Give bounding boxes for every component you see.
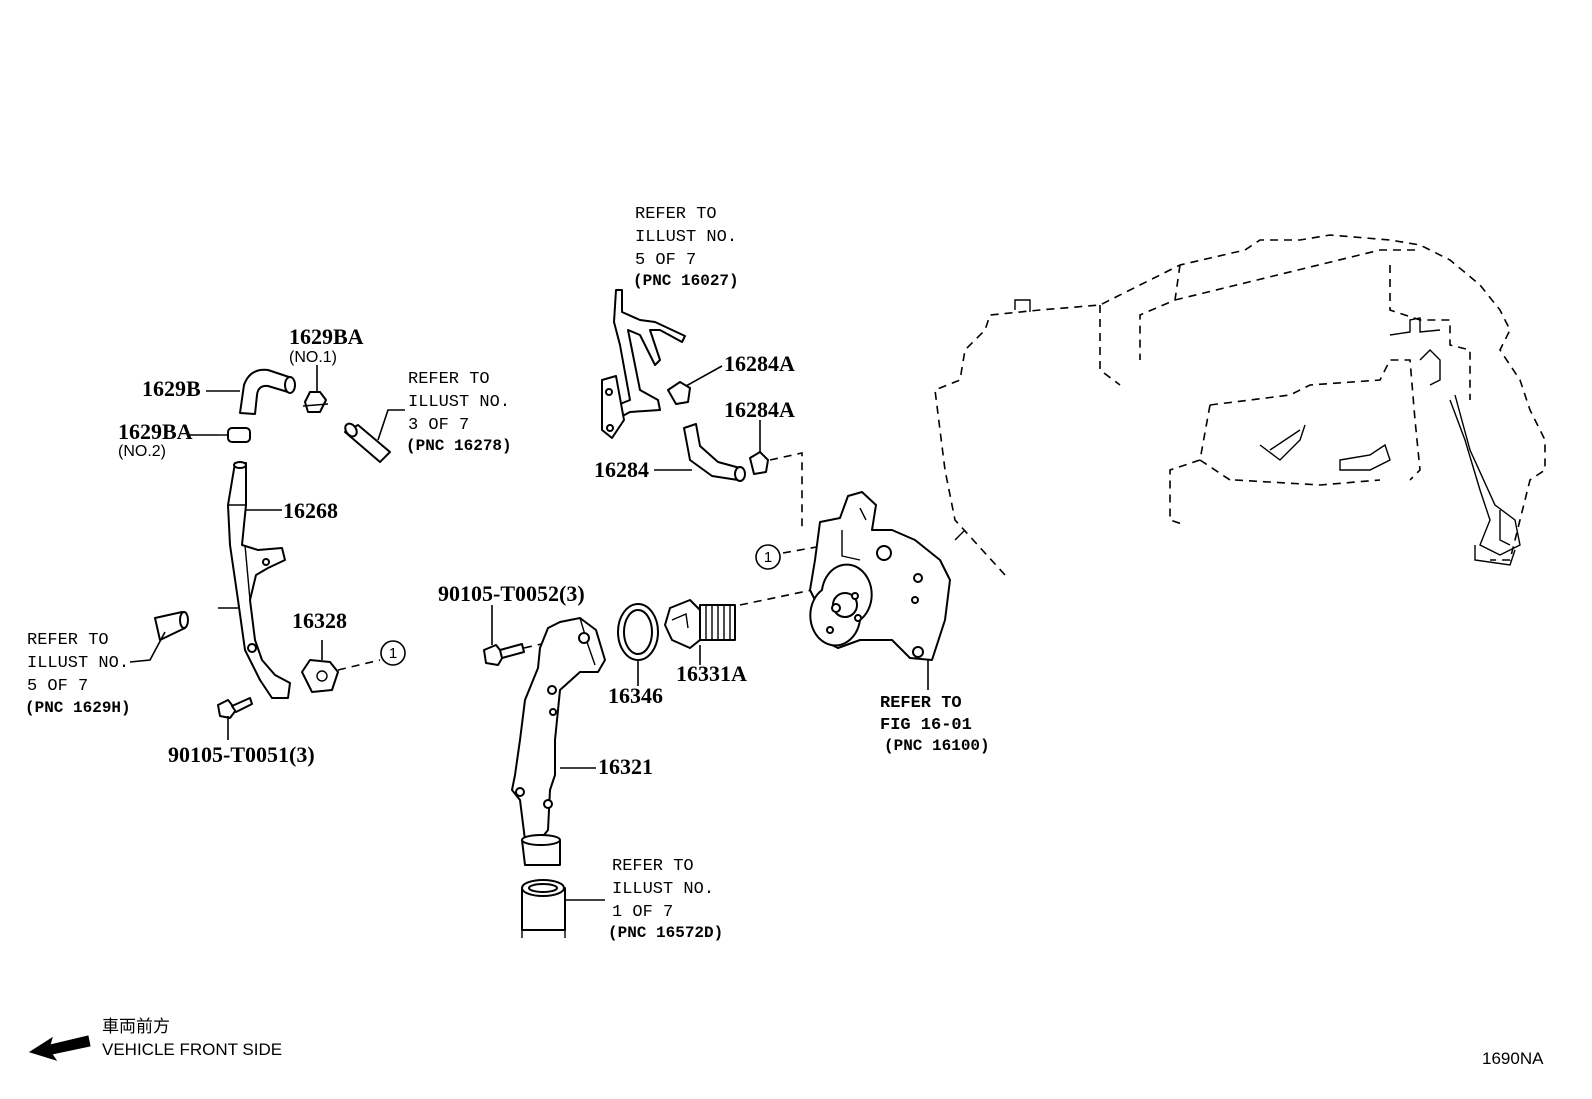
- svg-text:(PNC 16278): (PNC 16278): [406, 437, 512, 455]
- svg-text:REFER TO: REFER TO: [612, 857, 694, 876]
- gasket-16346[interactable]: [617, 603, 659, 661]
- note-illust1: REFER TO ILLUST NO. 1 OF 7 (PNC 16572D): [608, 857, 723, 942]
- pipe-ref-illust1: [521, 879, 566, 938]
- direction-label-en: VEHICLE FRONT SIDE: [102, 1040, 282, 1059]
- svg-text:(PNC 16572D): (PNC 16572D): [608, 924, 723, 942]
- label-16346: 16346: [608, 683, 663, 708]
- bracket-16328[interactable]: [301, 659, 339, 693]
- label-1629ba-no2: 1629BA: [118, 419, 193, 444]
- note-fig1601: REFER TO FIG 16-01 (PNC 16100): [880, 694, 990, 755]
- svg-text:5 OF 7: 5 OF 7: [635, 251, 696, 270]
- hose-ref-illust5-left: [154, 611, 189, 641]
- label-16328: 16328: [292, 608, 347, 633]
- label-16284a-upper: 16284A: [724, 351, 795, 376]
- figure-id: 1690NA: [1482, 1049, 1544, 1068]
- label-1629ba-no1-sub: (NO.1): [289, 349, 337, 366]
- hose-ref-illust3: [344, 422, 391, 463]
- clamp-16284a-upper[interactable]: [667, 381, 691, 405]
- label-1629b: 1629B: [142, 376, 201, 401]
- svg-text:3 OF 7: 3 OF 7: [408, 416, 469, 435]
- svg-text:ILLUST NO.: ILLUST NO.: [635, 228, 737, 247]
- vehicle-front-arrow-icon: [28, 1035, 91, 1061]
- bolt-90105-t0051[interactable]: [217, 697, 253, 719]
- note-illust3: REFER TO ILLUST NO. 3 OF 7 (PNC 16278): [406, 370, 512, 455]
- label-16284: 16284: [594, 457, 649, 482]
- svg-text:ILLUST NO.: ILLUST NO.: [27, 654, 129, 673]
- label-90105-t0051: 90105-T0051(3): [168, 742, 315, 767]
- pipe-16268[interactable]: [218, 461, 291, 699]
- svg-text:5 OF 7: 5 OF 7: [27, 677, 88, 696]
- hose-16284[interactable]: [683, 423, 746, 482]
- svg-text:ILLUST NO.: ILLUST NO.: [408, 393, 510, 412]
- svg-text:REFER TO: REFER TO: [635, 205, 717, 224]
- clamp-1629ba-no1[interactable]: [302, 391, 329, 413]
- label-1629ba-no2-sub: (NO.2): [118, 443, 166, 460]
- svg-text:(PNC 16100): (PNC 16100): [884, 737, 990, 755]
- hose-1629b[interactable]: [239, 368, 296, 415]
- clamp-1629ba-no2[interactable]: [218, 427, 251, 443]
- svg-text:1: 1: [764, 549, 772, 566]
- svg-text:(PNC 16027): (PNC 16027): [633, 272, 739, 290]
- svg-text:REFER TO: REFER TO: [408, 370, 490, 389]
- svg-text:(PNC 1629H): (PNC 1629H): [25, 699, 131, 717]
- note-illust5-top: REFER TO ILLUST NO. 5 OF 7 (PNC 16027): [633, 205, 739, 290]
- svg-text:FIG 16-01: FIG 16-01: [880, 716, 972, 735]
- bolt-90105-t0052[interactable]: [483, 643, 525, 666]
- water-outlet-16321[interactable]: [511, 617, 606, 866]
- svg-text:ILLUST NO.: ILLUST NO.: [612, 880, 714, 899]
- svg-text:REFER TO: REFER TO: [27, 631, 109, 650]
- note-illust5-left: REFER TO ILLUST NO. 5 OF 7 (PNC 1629H): [25, 631, 131, 717]
- thermostat-16331a[interactable]: [664, 599, 736, 649]
- water-pump-ref-fig1601: [809, 491, 951, 661]
- label-1629ba-no1: 1629BA: [289, 324, 364, 349]
- label-16331a: 16331A: [676, 661, 747, 686]
- svg-text:REFER TO: REFER TO: [880, 694, 962, 713]
- callout-circle-1-pump: 1: [755, 544, 781, 570]
- engine-outline: [934, 234, 1546, 576]
- label-16284a-lower: 16284A: [724, 397, 795, 422]
- clamp-16284a-lower[interactable]: [749, 451, 769, 475]
- direction-label-jp: 車両前方: [102, 1017, 170, 1036]
- label-90105-t0052: 90105-T0052(3): [438, 581, 585, 606]
- label-16268: 16268: [283, 498, 338, 523]
- svg-text:1 OF 7: 1 OF 7: [612, 903, 673, 922]
- callout-circle-1-left: 1: [380, 640, 406, 666]
- svg-text:1: 1: [389, 645, 397, 662]
- pipe-ref-illust5-top: [601, 289, 686, 439]
- label-16321: 16321: [598, 754, 653, 779]
